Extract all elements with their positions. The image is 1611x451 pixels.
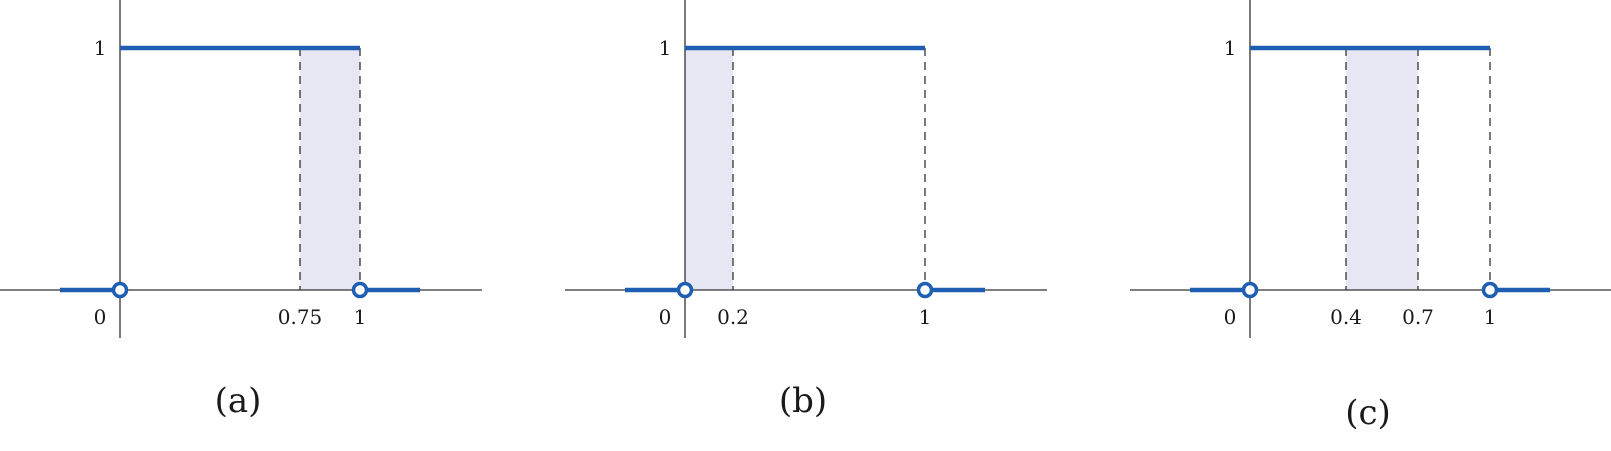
- panel-2: 0 0.4 0.7 1 1 (c): [1130, 0, 1611, 433]
- y-tick-label: 1: [1224, 36, 1237, 60]
- x-tick-label: 0: [659, 305, 672, 329]
- panel-0: 0 0.75 1 1 (a): [0, 0, 482, 421]
- y-tick-label: 1: [94, 36, 107, 60]
- panel-caption: (c): [1345, 393, 1391, 433]
- open-point: [1241, 281, 1259, 299]
- x-tick-label: 0: [94, 305, 107, 329]
- x-tick-label: 1: [354, 305, 367, 329]
- shaded-region: [1346, 48, 1418, 290]
- x-tick-label: 0.75: [278, 305, 323, 329]
- shaded-region: [685, 48, 733, 290]
- panel-caption: (b): [779, 381, 827, 421]
- shaded-region: [300, 48, 360, 290]
- y-tick-label: 1: [659, 36, 672, 60]
- panel-caption: (a): [215, 381, 262, 421]
- x-tick-label: 1: [919, 305, 932, 329]
- x-tick-label: 0.7: [1402, 305, 1434, 329]
- x-tick-label: 0.2: [717, 305, 749, 329]
- x-tick-label: 0: [1224, 305, 1237, 329]
- open-point: [111, 281, 129, 299]
- open-point: [916, 281, 934, 299]
- open-point: [351, 281, 369, 299]
- open-point: [1481, 281, 1499, 299]
- x-tick-label: 0.4: [1330, 305, 1362, 329]
- panel-1: 0 0.2 1 1 (b): [565, 0, 1047, 421]
- x-tick-label: 1: [1484, 305, 1497, 329]
- open-point: [676, 281, 694, 299]
